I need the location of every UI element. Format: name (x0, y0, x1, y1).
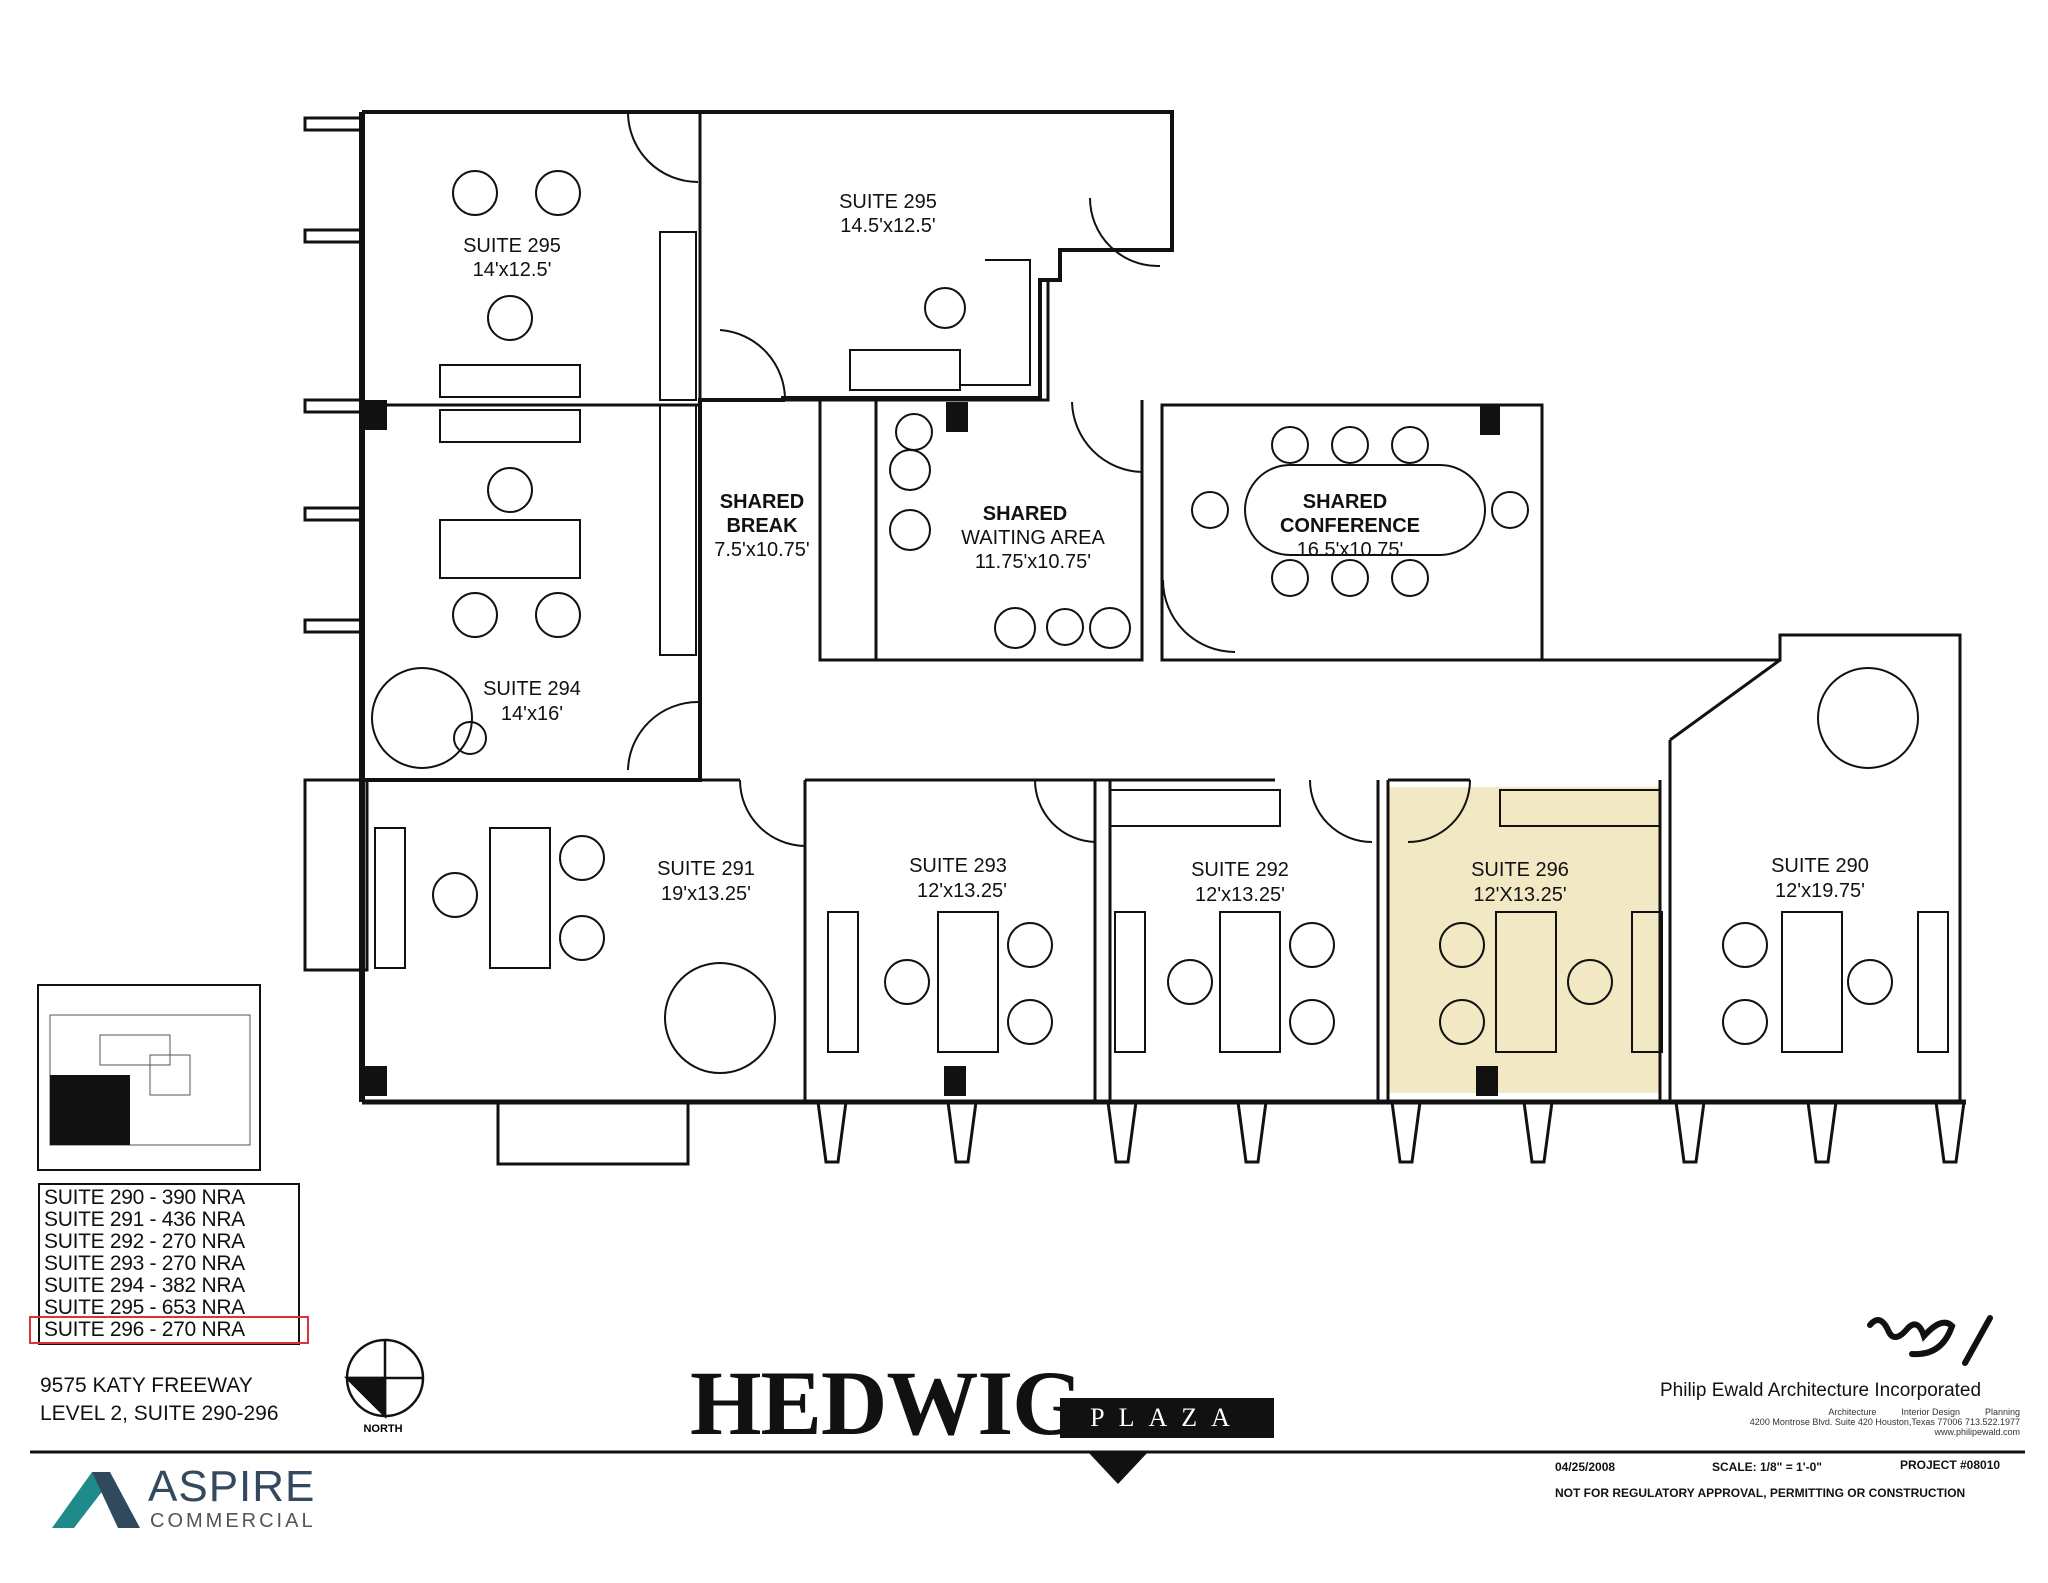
legend-row: SUITE 295 - 653 NRA (44, 1296, 245, 1319)
legend-row: SUITE 290 - 390 NRA (44, 1186, 245, 1209)
room-name: SUITE 294 (483, 678, 581, 700)
aspire-logo-icon (52, 1472, 140, 1528)
brand-name: ASPIRE (148, 1462, 316, 1511)
plan-scale: SCALE: 1/8" = 1'-0" (1712, 1460, 1822, 1474)
address-block: 9575 KATY FREEWAY LEVEL 2, SUITE 290-296 (40, 1372, 279, 1428)
north-label: NORTH (363, 1423, 402, 1435)
legend-row-highlighted: SUITE 296 - 270 NRA (29, 1316, 309, 1344)
key-plan (37, 984, 261, 1171)
address-line: 9575 KATY FREEWAY (40, 1374, 253, 1397)
room-name: SUITE 291 (657, 858, 755, 880)
brand-subname: COMMERCIAL (150, 1510, 316, 1532)
room-name: SUITE 296 (1471, 859, 1569, 881)
room-labels: SUITE 295 14'x12.5' SUITE 295 14.5'x12.5… (463, 191, 1869, 906)
room-size: 12'X13.25' (1473, 884, 1566, 906)
room-size: 14'x12.5' (473, 259, 552, 281)
architect-name: Philip Ewald Architecture Incorporated (1660, 1380, 1982, 1401)
walls (303, 110, 1966, 1166)
room-size: 19'x13.25' (661, 883, 751, 905)
suite-area-legend: SUITE 290 - 390 NRA SUITE 291 - 436 NRA … (29, 1183, 309, 1345)
architect-web: www.philipewald.com (1934, 1427, 2020, 1437)
room-name: SHARED (983, 503, 1067, 525)
room-name: SUITE 293 (909, 855, 1007, 877)
room-size: 11.75'x10.75' (975, 551, 1091, 573)
signature-icon (1867, 1315, 1993, 1366)
project-number: PROJECT #08010 (1900, 1458, 2001, 1472)
room-size: CONFERENCE (1280, 515, 1420, 537)
legend-row: SUITE 294 - 382 NRA (44, 1274, 245, 1297)
room-name: SUITE 295 (839, 191, 937, 213)
room-name: SUITE 295 (463, 235, 561, 257)
plaza-triangle (1088, 1452, 1148, 1484)
legend-row: SUITE 291 - 436 NRA (44, 1208, 245, 1231)
building-subname: PLAZA (1060, 1398, 1274, 1438)
address-line: LEVEL 2, SUITE 290-296 (40, 1402, 279, 1425)
room-name: SHARED (720, 491, 804, 513)
room-size: BREAK (726, 515, 798, 537)
room-size: 12'x19.75' (1775, 880, 1865, 902)
room-name: SUITE 290 (1771, 855, 1869, 877)
architect-details: Architecture Interior Design Planning 42… (1710, 1407, 2020, 1437)
furniture (371, 170, 1949, 1074)
disclaimer: NOT FOR REGULATORY APPROVAL, PERMITTING … (1555, 1486, 1966, 1500)
room-size: 12'x13.25' (917, 880, 1007, 902)
room-size: 16.5'x10.75' (1297, 539, 1404, 561)
architect-address: 4200 Montrose Blvd. Suite 420 Houston,Te… (1749, 1417, 2020, 1427)
room-name: SUITE 292 (1191, 859, 1289, 881)
room-size: 14.5'x12.5' (840, 215, 936, 237)
room-size: 12'x13.25' (1195, 884, 1285, 906)
north-arrow-icon (343, 1338, 425, 1420)
structural-columns (365, 400, 1500, 1096)
room-size: 14'x16' (501, 703, 563, 725)
building-name: HEDWIG (690, 1352, 1084, 1454)
legend-row: SUITE 293 - 270 NRA (44, 1252, 245, 1275)
legend-row: SUITE 292 - 270 NRA (44, 1230, 245, 1253)
architect-services: Architecture Interior Design Planning (1828, 1407, 2020, 1417)
plan-date: 04/25/2008 (1555, 1460, 1616, 1474)
suite-296-highlight[interactable] (1388, 787, 1661, 1093)
room-size: 7.5'x10.75' (714, 539, 810, 561)
room-size: WAITING AREA (961, 527, 1105, 549)
room-name: SHARED (1303, 491, 1387, 513)
